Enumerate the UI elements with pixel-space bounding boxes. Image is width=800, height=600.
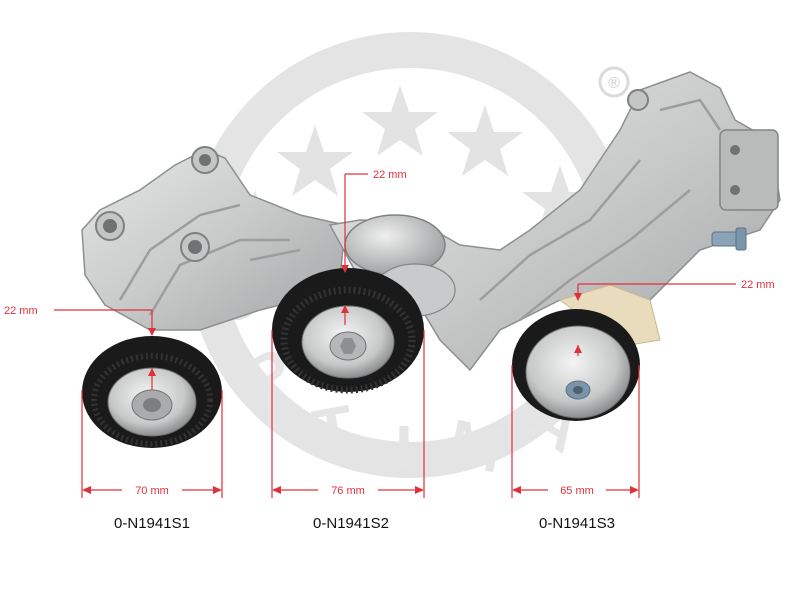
pulley-3-height-label: 22 mm bbox=[741, 279, 775, 291]
blue-bolt bbox=[711, 227, 747, 251]
pulley-3 bbox=[512, 309, 640, 421]
pulley-3-diameter-label: 65 mm bbox=[560, 485, 594, 497]
part-number-2: 0-N1941S2 bbox=[313, 515, 389, 532]
registered-mark-circle bbox=[598, 66, 630, 98]
mounting-face bbox=[719, 129, 779, 211]
dimension-arrowheads bbox=[82, 265, 639, 494]
watermark-letter-3: T bbox=[308, 391, 359, 469]
bracket-bolt-holes bbox=[95, 89, 649, 262]
tensioner-bracket bbox=[81, 71, 781, 372]
pulley-2 bbox=[272, 268, 424, 394]
pulley-1 bbox=[82, 336, 222, 448]
part-number-1: 0-N1941S1 bbox=[114, 515, 190, 532]
pulley-1-diameter-label: 70 mm bbox=[135, 485, 169, 497]
pulley-2-height-label: 22 mm bbox=[373, 169, 407, 181]
pulley-2-diameter-label: 76 mm bbox=[331, 485, 365, 497]
part-number-3: 0-N1941S3 bbox=[539, 515, 615, 532]
watermark-letter-5: M bbox=[442, 405, 509, 487]
watermark-letter-4: I bbox=[395, 412, 413, 484]
pulley-1-height-label: 22 mm bbox=[4, 305, 38, 317]
registered-mark: ® bbox=[608, 75, 620, 92]
